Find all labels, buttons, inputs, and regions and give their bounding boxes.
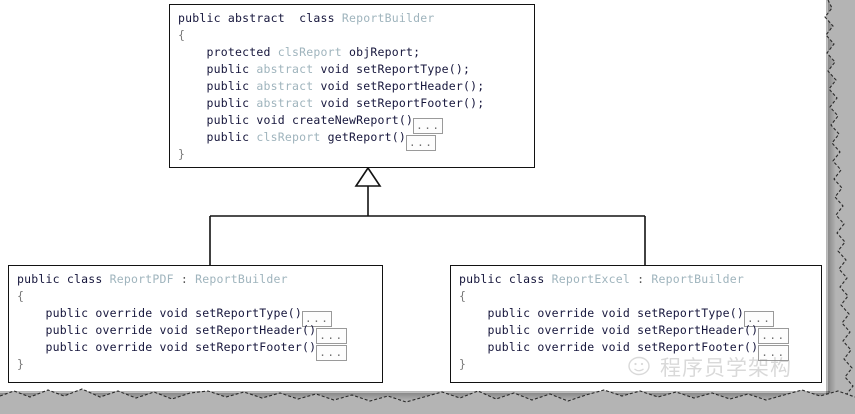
collapsed-region-ellipsis[interactable]: ...	[316, 345, 347, 361]
code-line: public void createNewReport()...	[178, 112, 526, 134]
code-line: public clsReport getReport()...	[178, 129, 526, 151]
code-token: ReportPDF	[109, 272, 174, 286]
code-line: }	[17, 356, 374, 373]
code-token: public	[206, 79, 257, 93]
code-token: abstract	[256, 79, 314, 93]
code-token: clsReport	[256, 130, 321, 144]
code-line: }	[459, 356, 813, 373]
code-token: public override void setReportType()	[487, 306, 744, 320]
code-line: }	[178, 146, 526, 163]
code-token: ReportBuilder	[195, 272, 288, 286]
code-token: }	[178, 147, 186, 161]
code-line: {	[178, 27, 526, 44]
code-token: public class	[459, 272, 552, 286]
code-line: protected clsReport objReport;	[178, 44, 526, 61]
code-token: {	[178, 28, 186, 42]
code-line: public override void setReportType()...	[459, 305, 813, 327]
paper-shadow-right	[826, 0, 836, 396]
code-token: ReportBuilder	[341, 11, 435, 25]
code-token: abstract	[256, 96, 314, 110]
code-token: clsReport	[277, 45, 342, 59]
code-token: :	[629, 272, 652, 286]
class-box-reportpdf[interactable]: public class ReportPDF : ReportBuilder{ …	[8, 265, 383, 383]
code-token: void setReportType();	[313, 62, 471, 76]
code-token: public abstract class	[178, 11, 342, 25]
collapsed-region-ellipsis[interactable]: ...	[316, 328, 347, 344]
code-line: public abstract void setReportHeader();	[178, 78, 526, 95]
code-line: {	[459, 288, 813, 305]
class-box-reportexcel[interactable]: public class ReportExcel : ReportBuilder…	[450, 265, 822, 383]
code-token: getReport()	[320, 130, 406, 144]
code-token: public class	[17, 272, 110, 286]
collapsed-region-ellipsis[interactable]: ...	[758, 345, 789, 361]
code-token: public	[206, 96, 257, 110]
code-line: public abstract class ReportBuilder	[178, 10, 526, 27]
code-line: public abstract void setReportType();	[178, 61, 526, 78]
code-line: {	[17, 288, 374, 305]
code-line: public override void setReportHeader()..…	[459, 322, 813, 344]
code-token: public	[206, 62, 257, 76]
code-token: ReportBuilder	[651, 272, 744, 286]
collapsed-region-ellipsis[interactable]: ...	[405, 135, 437, 151]
code-line: public abstract void setReportFooter();	[178, 95, 526, 112]
code-token: {	[17, 289, 25, 303]
code-token: :	[173, 272, 196, 286]
code-token: ReportExcel	[551, 272, 630, 286]
class-box-reportbuilder[interactable]: public abstract class ReportBuilder{ pro…	[169, 4, 535, 168]
code-token: public override void setReportFooter()	[487, 340, 759, 354]
code-token: objReport;	[341, 45, 421, 59]
code-token: protected	[206, 45, 278, 59]
code-token: void setReportFooter();	[313, 96, 485, 110]
code-token: }	[459, 357, 467, 371]
collapsed-region-ellipsis[interactable]: ...	[301, 311, 333, 327]
code-line: public class ReportExcel : ReportBuilder	[459, 271, 813, 288]
code-line: public override void setReportFooter()..…	[459, 339, 813, 361]
paper-shadow-bottom	[0, 391, 830, 401]
collapsed-region-ellipsis[interactable]: ...	[743, 311, 775, 327]
code-token: }	[17, 357, 25, 371]
collapsed-region-ellipsis[interactable]: ...	[758, 328, 789, 344]
code-token: public override void setReportType()	[45, 306, 302, 320]
code-token: public override void setReportFooter()	[45, 340, 317, 354]
code-line: public override void setReportHeader()..…	[17, 322, 374, 344]
code-token: public void createNewReport()	[206, 113, 414, 127]
code-token: abstract	[256, 62, 314, 76]
code-token: public override void setReportHeader()	[45, 323, 317, 337]
code-token: void setReportHeader();	[313, 79, 485, 93]
code-line: public override void setReportType()...	[17, 305, 374, 327]
code-token: public override void setReportHeader()	[487, 323, 759, 337]
collapsed-region-ellipsis[interactable]: ...	[413, 118, 444, 134]
code-line: public class ReportPDF : ReportBuilder	[17, 271, 374, 288]
code-line: public override void setReportFooter()..…	[17, 339, 374, 361]
code-token: public	[206, 130, 257, 144]
code-token: {	[459, 289, 467, 303]
